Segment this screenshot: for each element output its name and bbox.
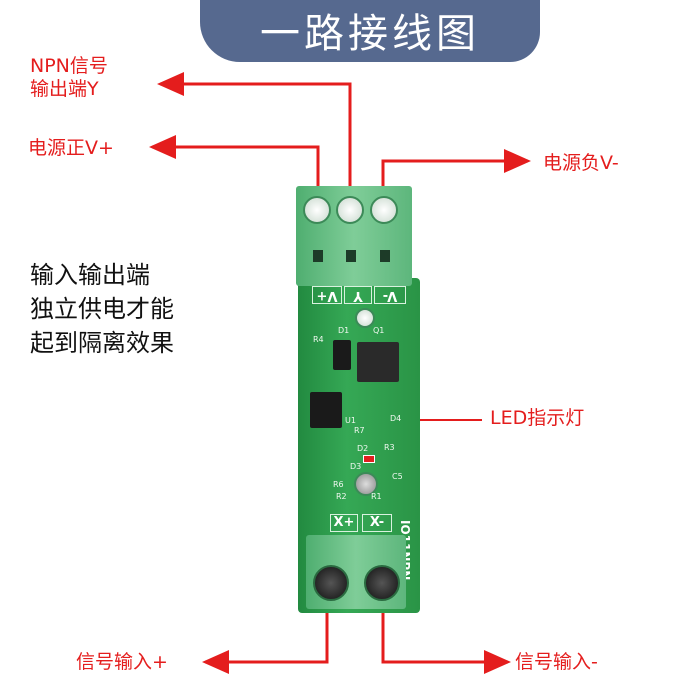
silk-r6: R6 [333,480,344,489]
optocoupler-u1 [310,392,342,428]
silk-d3: D3 [350,462,362,471]
silk-d1: D1 [338,326,350,335]
label-power-positive: 电源正V+ [28,137,114,159]
wire-signal-positive [202,605,329,674]
mount-screw-icon [355,308,375,328]
screw-icon[interactable] [303,196,331,224]
silk-q1: Q1 [373,326,385,335]
label-npn-output: NPN信号 输出端Y [30,55,108,101]
silk-r1: R1 [371,492,382,501]
title-banner: 一路接线图 [200,0,540,62]
description-line: 输入输出端 [30,261,150,289]
label-line: 输出端Y [30,78,99,100]
screw-icon[interactable] [364,565,400,601]
transistor-q1 [357,342,399,382]
silk-r7: R7 [354,426,365,435]
screw-icon[interactable] [336,196,364,224]
label-led-indicator: LED指示灯 [490,407,585,429]
silk-r4: R4 [313,335,324,344]
label-power-negative: 电源负V- [543,152,619,174]
wire-power-negative [381,149,531,195]
wire-slot [313,250,323,262]
screw-icon[interactable] [313,565,349,601]
screw-icon[interactable] [370,196,398,224]
wire-npn-output [157,72,352,195]
potentiometer[interactable] [354,472,378,496]
description: 输入输出端 独立供电才能 起到隔离效果 [30,258,174,360]
pin-label-x-minus: X- [362,514,392,532]
pin-label-v-plus: V+ [312,286,342,304]
wire-slot [380,250,390,262]
label-signal-input-negative: 信号输入- [515,651,598,673]
label-signal-input-positive: 信号输入+ [76,651,168,673]
pin-label-v-minus: V- [374,286,406,304]
wire-power-positive [149,135,320,195]
silk-c5: C5 [392,472,403,481]
wire-signal-negative [381,605,511,674]
diode-d1 [333,340,351,370]
silk-r3: R3 [384,443,395,452]
silk-d2: D2 [357,444,369,453]
description-line: 起到隔离效果 [30,329,174,357]
pin-label-x-plus: X+ [330,514,358,532]
description-line: 独立供电才能 [30,295,174,323]
pin-label-y: Y [344,286,372,304]
silk-r2: R2 [336,492,347,501]
wire-slot [346,250,356,262]
silk-d4: D4 [390,414,402,423]
label-line: NPN信号 [30,55,108,77]
silk-u1: U1 [345,416,356,425]
led-indicator [363,455,375,463]
